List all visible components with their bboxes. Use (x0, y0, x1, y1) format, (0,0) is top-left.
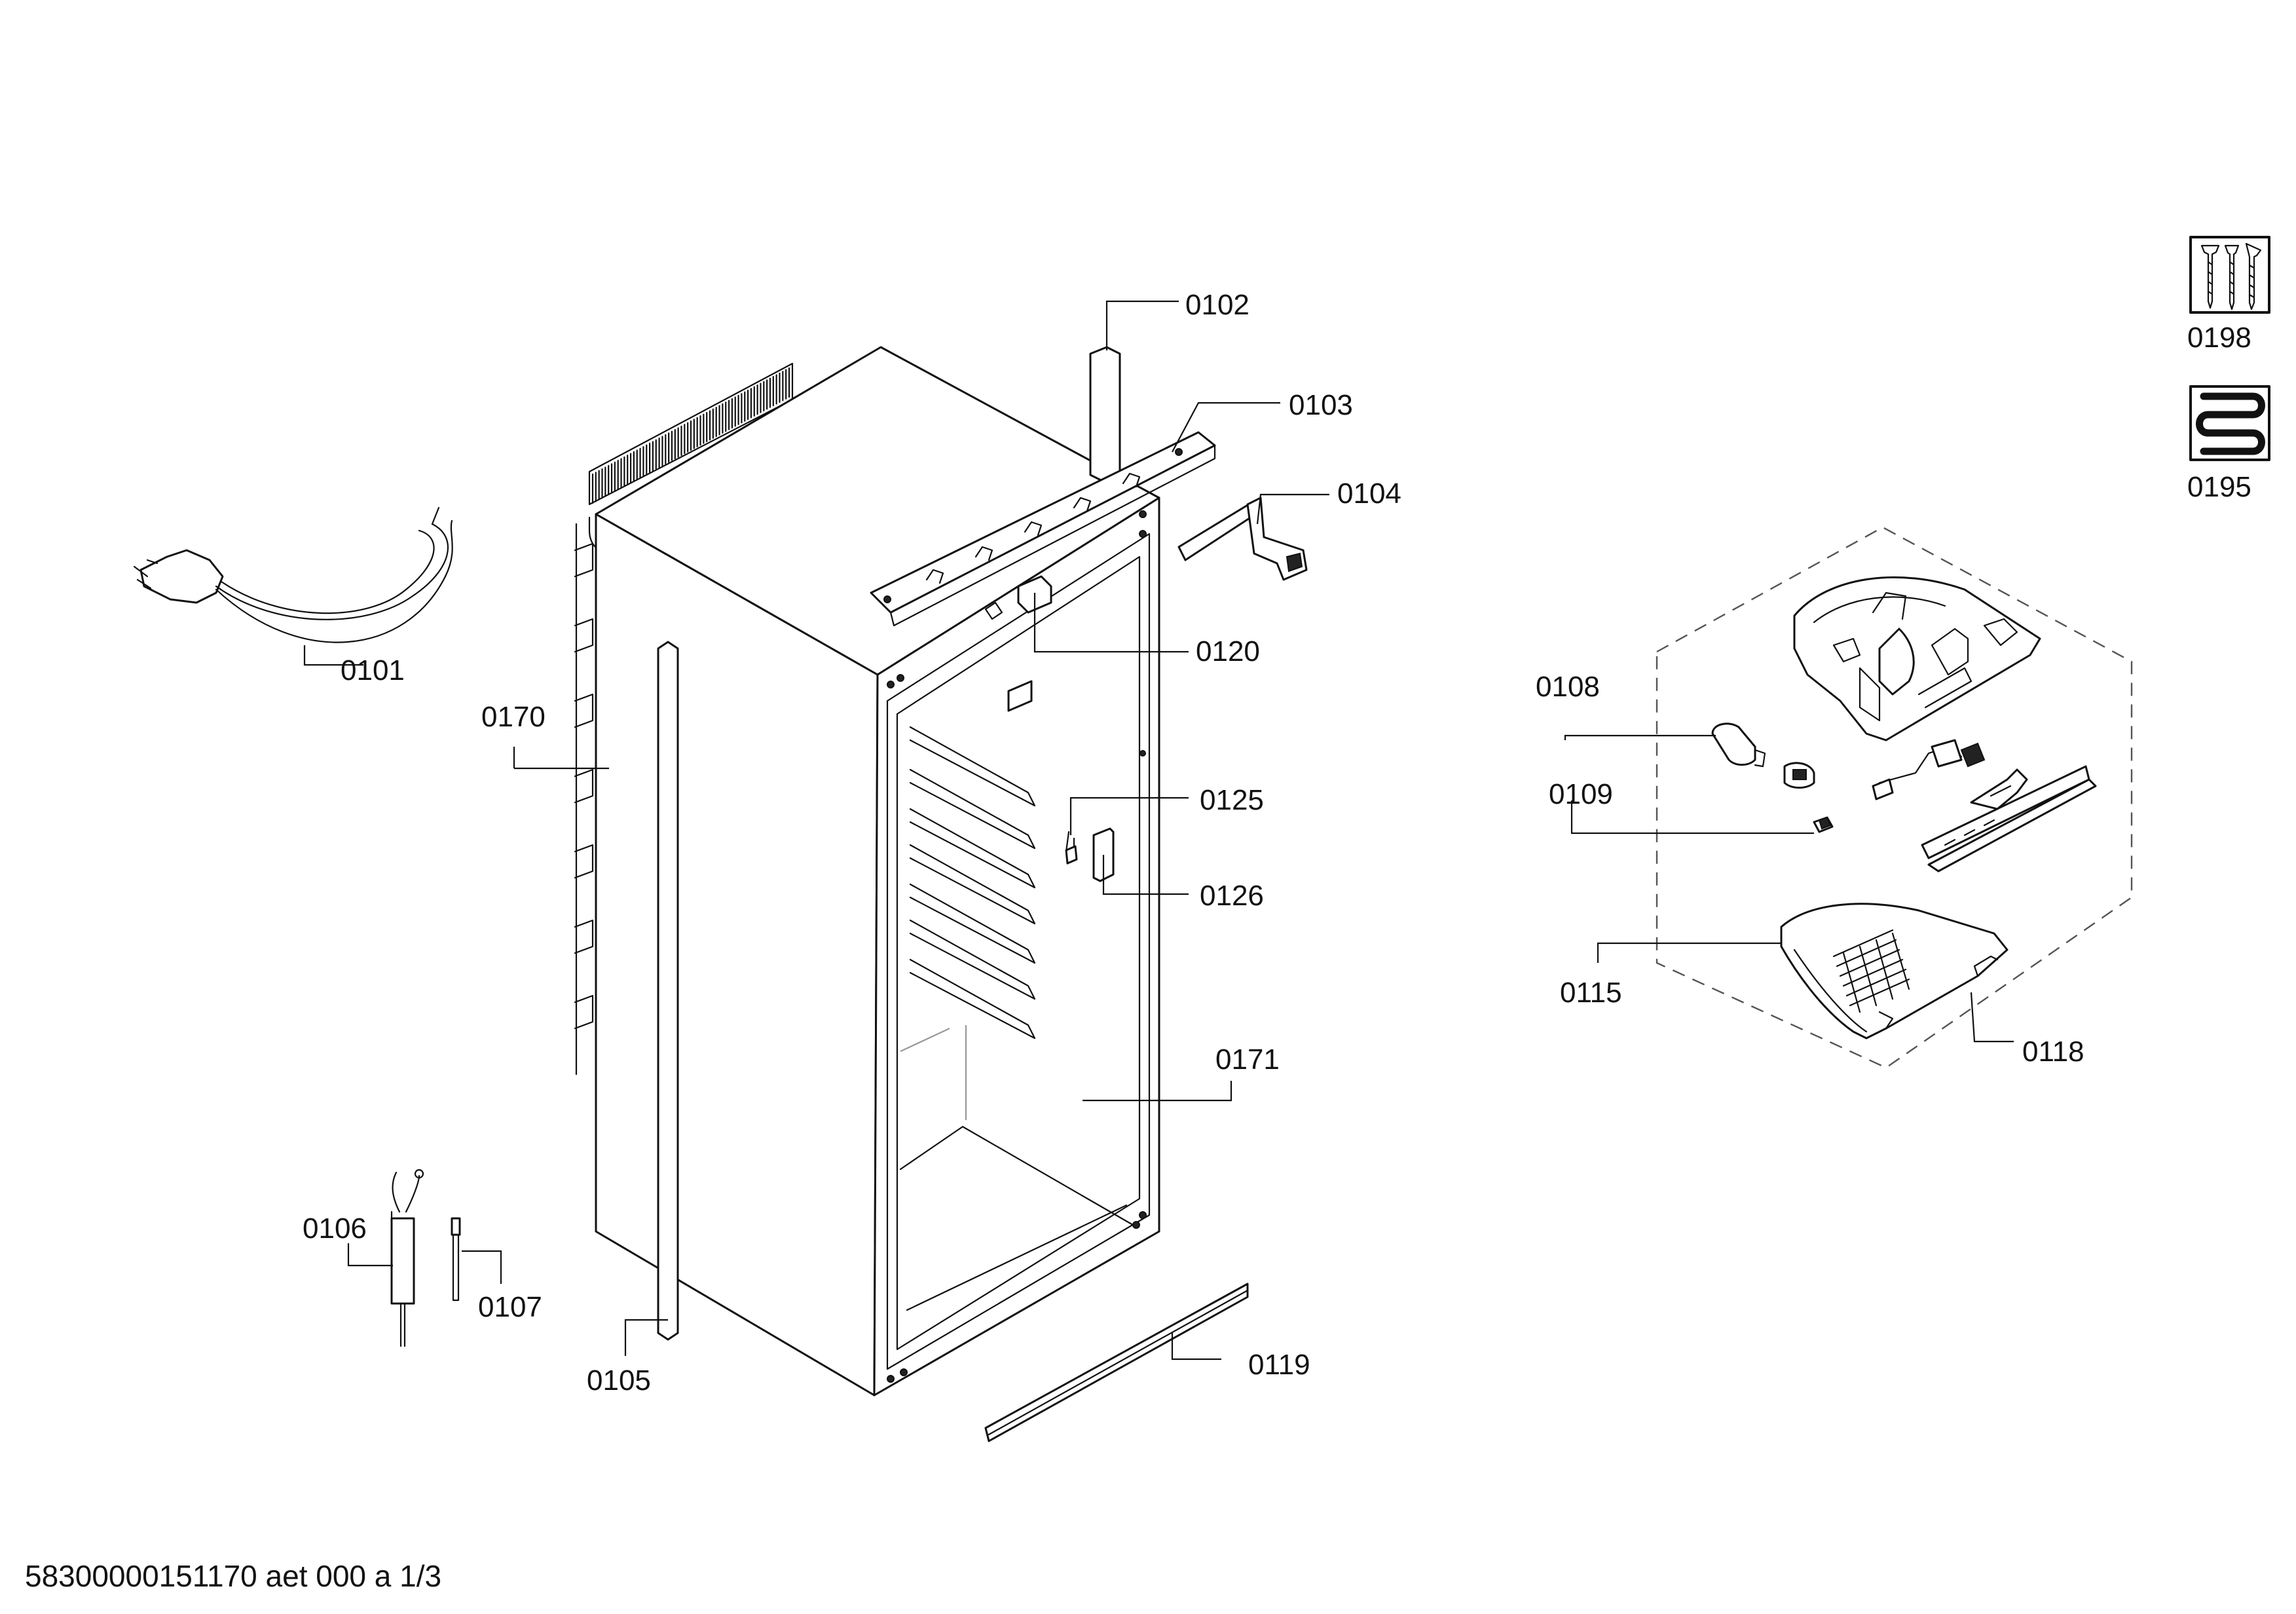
label-0120: 0120 (1196, 635, 1260, 667)
temperature-sensor-clip (1065, 831, 1078, 865)
side-seal-strip (657, 641, 679, 1341)
bottom-trim-strip (984, 1283, 1249, 1442)
leader-lines (303, 300, 2014, 1361)
power-cord (133, 506, 453, 643)
label-0102: 0102 (1185, 289, 1250, 321)
label-0171: 0171 (1215, 1043, 1280, 1076)
label-0103: 0103 (1289, 389, 1353, 421)
condenser-coil (574, 362, 794, 1076)
label-0195: 0195 (2187, 471, 2251, 503)
heating-element-icon (2189, 385, 2270, 461)
label-0118: 0118 (2022, 1036, 2084, 1068)
label-0106: 0106 (303, 1212, 367, 1245)
label-0125: 0125 (1200, 784, 1264, 816)
label-0108: 0108 (1536, 671, 1600, 703)
appliance-cabinet (595, 346, 1160, 1397)
sensor-rod (451, 1217, 461, 1302)
document-code: 58300000151170 aet 000 a 1/3 (25, 1559, 441, 1593)
label-0105: 0105 (587, 1364, 651, 1397)
thermostat (390, 1169, 424, 1347)
label-0115: 0115 (1560, 977, 1622, 1009)
top-cover-strip (870, 431, 1216, 627)
callout-labels: 0102 0103 0104 0120 0125 0126 0171 0170 … (303, 289, 2251, 1397)
screw-set-icon (2189, 236, 2270, 314)
light-assembly-group (1656, 526, 2133, 1069)
label-0101: 0101 (341, 654, 405, 686)
vertical-trim-strip (1089, 346, 1121, 483)
label-0119: 0119 (1248, 1349, 1310, 1381)
hinge-bracket (1177, 497, 1308, 581)
label-0104: 0104 (1337, 478, 1401, 510)
label-0109: 0109 (1549, 778, 1613, 810)
label-0198: 0198 (2187, 322, 2251, 354)
label-0107: 0107 (478, 1291, 542, 1323)
label-0170: 0170 (481, 701, 546, 733)
label-0126: 0126 (1200, 880, 1264, 912)
